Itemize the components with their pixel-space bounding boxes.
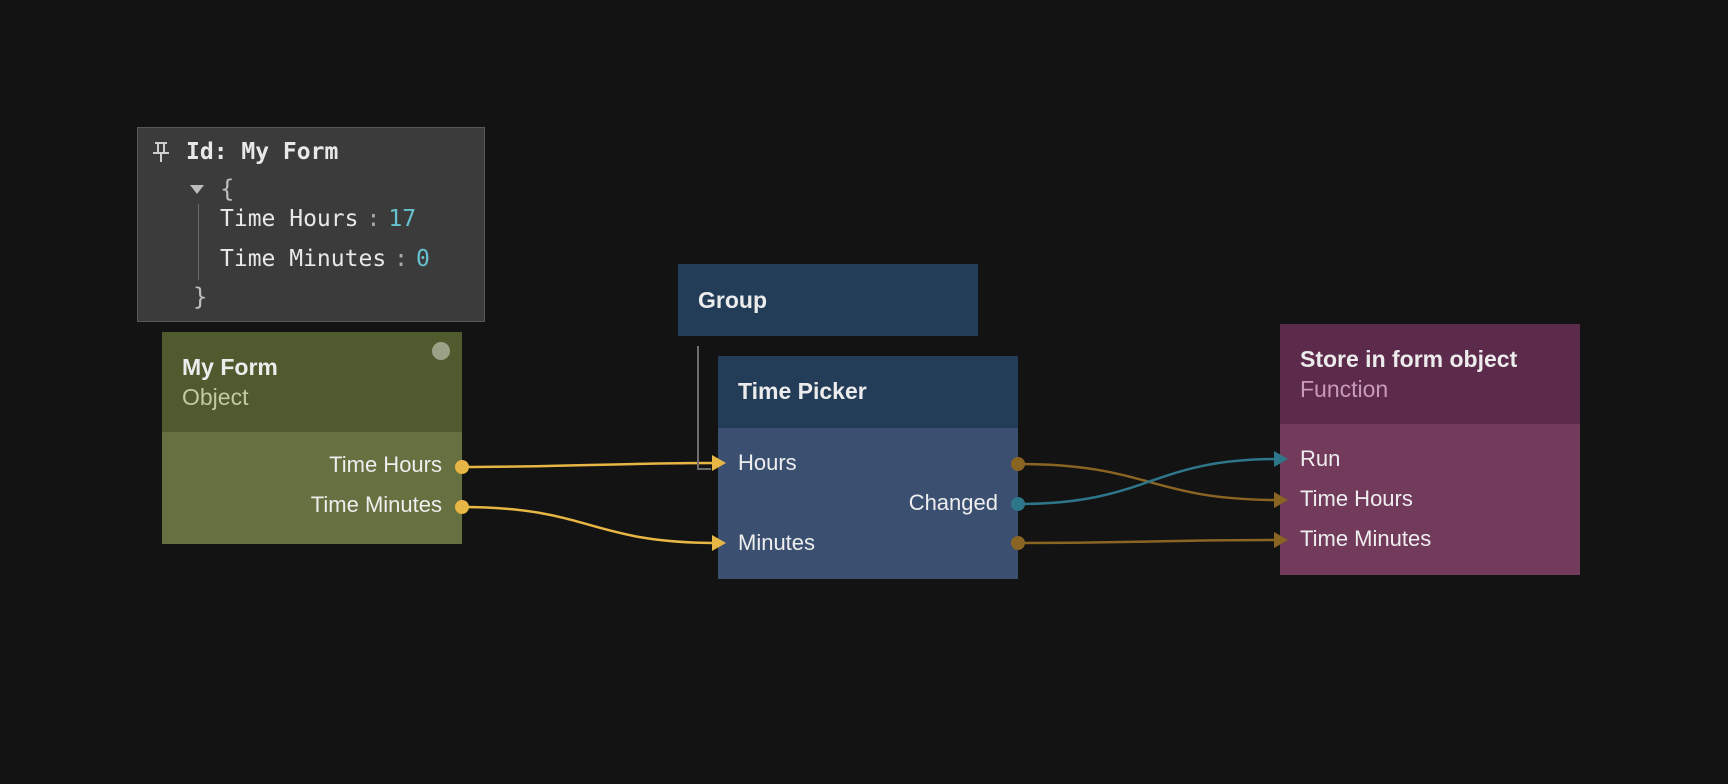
node-subtitle: Function [1300,376,1389,402]
output-port-time-hours[interactable]: Time Hours [329,452,442,477]
input-port-run[interactable]: Run [1300,446,1341,471]
node-title: Time Picker [738,378,867,404]
status-indicator [432,342,450,360]
node-header[interactable]: My Form Object [162,332,462,432]
caret-down-icon[interactable] [190,185,204,195]
node-store-in-form-object[interactable]: Store in form object Function Run Time H… [1280,324,1580,575]
tree-guide-line [198,204,199,280]
node-title: My Form [182,354,278,380]
pin-icon[interactable] [152,140,170,164]
wire-minutes-out-to-time-minutes[interactable] [1017,538,1279,545]
input-port-time-hours[interactable]: Time Hours [1300,486,1413,511]
node-header[interactable]: Store in form object Function [1280,324,1580,424]
object-brace-open: { [220,175,235,203]
wire-changed-to-run[interactable] [1017,457,1279,506]
property-key: Time Minutes [220,246,387,272]
wire-time-hours-to-hours[interactable] [461,461,717,469]
input-port-time-minutes[interactable]: Time Minutes [1300,526,1432,551]
node-my-form[interactable]: My Form Object Time Hours Time Minutes [162,332,462,544]
node-header[interactable]: Group [678,264,978,314]
property-separator: : [366,206,381,232]
node-title: Store in form object [1300,346,1518,372]
output-port-changed[interactable]: Changed [908,490,998,515]
property-value: 0 [416,246,430,272]
property-value: 17 [388,206,417,232]
property-separator: : [394,246,409,272]
group-child-connector [697,346,711,470]
node-time-picker[interactable]: Time Picker Hours Changed Minutes [718,356,1018,579]
node-title: Group [698,287,767,313]
node-header[interactable]: Time Picker [718,356,1018,428]
property-time-minutes: Time Minutes:0 [220,246,430,272]
node-subtitle: Object [182,384,249,410]
input-port-hours[interactable]: Hours [738,450,797,475]
input-port-minutes[interactable]: Minutes [738,530,816,555]
inspector-popup[interactable]: Id: My Form { Time Hours:17 Time Minutes… [137,127,485,322]
object-brace-close: } [193,283,208,311]
node-group[interactable]: Group [678,264,978,336]
output-port-time-minutes[interactable]: Time Minutes [310,492,442,517]
wire-time-minutes-to-minutes[interactable] [461,505,717,545]
inspector-title: Id: My Form [186,139,339,165]
property-time-hours: Time Hours:17 [220,206,416,232]
property-key: Time Hours [220,206,359,232]
